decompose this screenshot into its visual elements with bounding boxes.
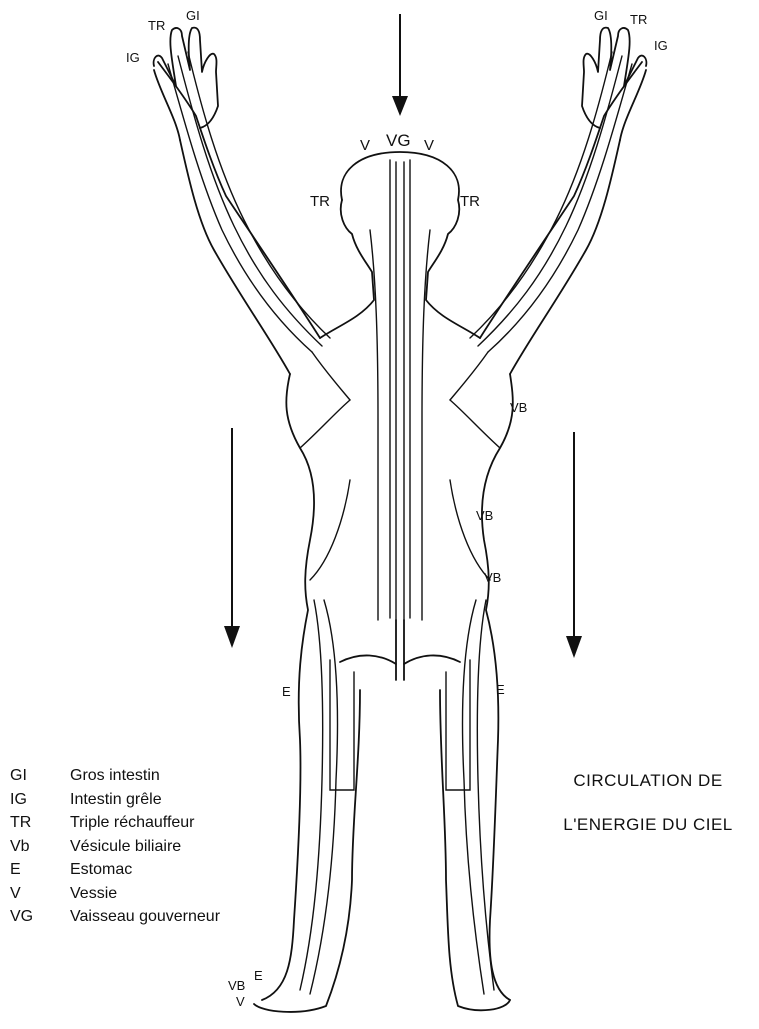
label-head-v-left: V xyxy=(360,137,370,154)
leg-right-inner xyxy=(440,690,510,1010)
label-temple-right-tr: TR xyxy=(460,193,480,210)
label-left-ig: IG xyxy=(126,50,140,65)
caption-line-2: L'ENERGIE DU CIEL xyxy=(548,814,748,858)
legend-desc: Vessie xyxy=(70,882,117,905)
right-arm-outline xyxy=(480,62,642,338)
arrow-down-right xyxy=(566,432,582,658)
label-leg-left-e: E xyxy=(282,684,291,699)
left-hand xyxy=(154,28,218,128)
label-foot-vb: VB xyxy=(228,978,245,993)
label-right-tr: TR xyxy=(630,12,647,27)
legend-abbr: GI xyxy=(10,764,62,787)
diagram-caption: CIRCULATION DE L'ENERGIE DU CIEL xyxy=(548,770,748,858)
label-right-ig: IG xyxy=(654,38,668,53)
legend-desc: Vaisseau gouverneur xyxy=(70,905,220,928)
legend-abbr: Vb xyxy=(10,835,62,858)
label-left-gi: GI xyxy=(186,8,200,23)
label-foot-v: V xyxy=(236,994,245,1009)
legend-abbr: TR xyxy=(10,811,62,834)
label-foot-e: E xyxy=(254,968,263,983)
arrow-down-left xyxy=(224,428,240,648)
legend-desc: Estomac xyxy=(70,858,132,881)
label-vb-1: VB xyxy=(510,400,527,415)
caption-line-1: CIRCULATION DE xyxy=(548,770,748,814)
legend-abbr: VG xyxy=(10,905,62,928)
label-head-v-right: V xyxy=(424,137,434,154)
body-outline xyxy=(154,28,647,1012)
legend-abbr: E xyxy=(10,858,62,881)
legend-abbr: IG xyxy=(10,788,62,811)
label-left-tr: TR xyxy=(148,18,165,33)
label-leg-right-e: E xyxy=(496,682,505,697)
left-arm-outline xyxy=(158,62,320,338)
buttocks xyxy=(340,655,460,664)
label-vb-2: VB xyxy=(476,508,493,523)
label-head-vg: VG xyxy=(386,131,411,150)
legend-abbr: V xyxy=(10,882,62,905)
label-right-gi: GI xyxy=(594,8,608,23)
legend-desc: Gros intestin xyxy=(70,764,160,787)
legend-desc: Intestin grêle xyxy=(70,788,162,811)
arrow-down-top xyxy=(392,14,408,116)
legend-desc: Triple réchauffeur xyxy=(70,811,195,834)
right-hand xyxy=(582,28,646,128)
legend-desc: Vésicule biliaire xyxy=(70,835,181,858)
leg-left-inner xyxy=(254,690,360,1012)
label-vb-3: VB xyxy=(484,570,501,585)
label-temple-left-tr: TR xyxy=(310,193,330,210)
